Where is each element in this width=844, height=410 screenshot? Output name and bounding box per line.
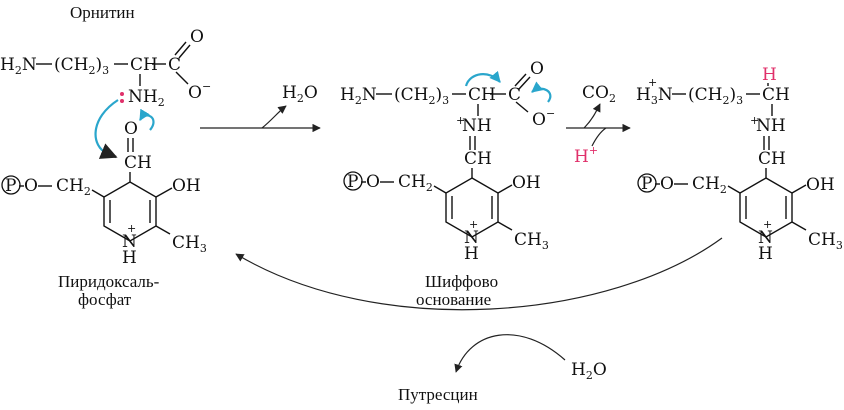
plp-aldehyde-o: O [124, 119, 138, 139]
blue-attack-arrow [94, 99, 119, 156]
ornithine-alpha-nh2: NH2 [128, 87, 165, 109]
ornithine-alpha-ch: CH [130, 55, 158, 75]
schiff-ch3: CH3 [514, 230, 549, 252]
co2-out-label: CO2 [582, 83, 616, 105]
plp-label-line1: Пиридоксаль- [58, 272, 160, 291]
schiff-label-line2: основание [416, 290, 491, 309]
product-ring-nh: H [758, 244, 773, 264]
plp-ring-n: N [122, 232, 137, 252]
product-alpha-ch: CH [762, 85, 790, 105]
schiff-ester-o: O [366, 172, 380, 192]
hydrolysis-cycle-group: H2O Путресцин [235, 237, 723, 404]
step2-arrow-group: CO2 H+ [566, 83, 631, 167]
schiff-amine: H2N [340, 85, 377, 107]
schiff-carboxyl-c: C [508, 85, 521, 105]
putrescine-release-arrow [454, 334, 566, 373]
product-imine-ch: CH [758, 149, 786, 169]
product-phosphate: P [641, 174, 652, 194]
schiff-imine-nh: NH [462, 116, 492, 136]
plp-ring-nh: H [122, 248, 137, 268]
plp-phosphate: P [5, 176, 16, 196]
plp-label-line2: фосфат [78, 290, 132, 309]
product-ch3: CH3 [808, 230, 843, 252]
plp-aldehyde-ch: CH [124, 153, 152, 173]
product-new-h: H [762, 65, 777, 85]
ornithine-carboxylate-o: O− [188, 80, 211, 103]
product-ester-o: O [660, 174, 674, 194]
ornithine-label: Орнитин [70, 3, 135, 22]
water-release-arrow [261, 105, 287, 129]
product-amine: H3N [636, 85, 673, 107]
plp-ch2: CH2 [56, 176, 91, 198]
proton-in-label: H+ [574, 144, 598, 167]
schiff-ch2: CH2 [398, 172, 433, 194]
schiff-ring-nplus-charge: + [469, 218, 478, 231]
schiff-carboxylate-o: O− [532, 107, 555, 130]
blue-decarb-arrow-1 [464, 70, 501, 87]
product-ch2: CH2 [692, 174, 727, 196]
product-ring-n: N [758, 228, 773, 248]
ornithine-carboxyl-c: C [168, 55, 181, 75]
schiff-chain: (CH2)3 [394, 85, 449, 107]
product-imine-nh: NH [756, 116, 786, 136]
schiff-imine-ch: CH [464, 149, 492, 169]
schiff-carbonyl-o: O [530, 59, 544, 79]
blue-decarb-arrow-2 [531, 81, 552, 103]
blue-carbonyl-arrow [139, 108, 155, 131]
schiff-base-group: H2N (CH2)3 CH C O O− + NH CH OH CH3 + N … [340, 59, 555, 309]
ornithine-chain: (CH2)3 [54, 55, 109, 77]
product-ring-nplus-charge: + [763, 218, 772, 231]
product-amine-charge: + [648, 76, 657, 89]
water-in-label: H2O [571, 360, 607, 382]
proton-in-arrow [591, 127, 607, 147]
schiff-nplus-charge: + [456, 114, 465, 127]
schiff-alpha-ch: CH [468, 85, 496, 105]
schiff-label-line1: Шиффово [425, 272, 498, 291]
water-out-label: H2O [282, 83, 318, 105]
product-adduct-group: + H3N (CH2)3 H CH + NH CH OH CH3 + N H C… [636, 65, 843, 264]
schiff-phosphate: P [347, 172, 358, 192]
product-nplus-charge: + [750, 114, 759, 127]
product-oh: OH [806, 175, 835, 195]
schiff-ring-nh: H [464, 244, 479, 264]
recycle-arrow [235, 237, 723, 311]
schiff-ring-n: N [464, 228, 479, 248]
plp-ester-o: O [24, 176, 38, 196]
plp-nplus-charge: + [127, 222, 136, 235]
plp-oh: OH [172, 176, 201, 196]
product-chain: (CH2)3 [688, 85, 743, 107]
step1-arrow-group: H2O [200, 83, 321, 133]
ornithine-plp-group: Орнитин H2N (CH2)3 CH C O O− NH2 O CH [0, 3, 211, 309]
putrescine-label: Путресцин [398, 385, 478, 404]
co2-release-arrow [583, 103, 601, 129]
schiff-oh: OH [512, 173, 541, 193]
black-attack-arrowhead [98, 143, 118, 159]
ornithine-amine: H2N [0, 55, 37, 77]
ornithine-carbonyl-o: O [190, 27, 204, 47]
plp-ch3: CH3 [172, 233, 207, 255]
